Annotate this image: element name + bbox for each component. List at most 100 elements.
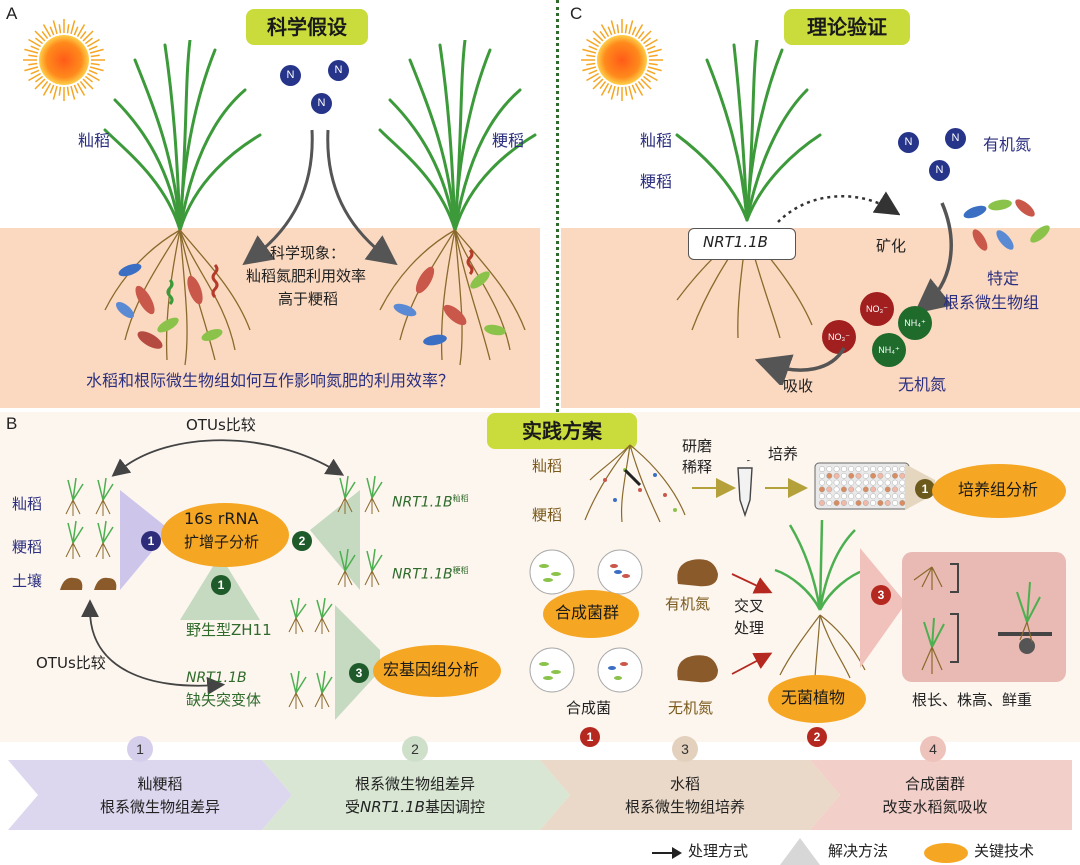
roots-with-microbes-icon (584, 444, 686, 523)
step-3-line1: 水稻 (669, 775, 700, 793)
n-atom-icon: N (328, 60, 349, 81)
right-rice-label: 粳稻 (492, 131, 525, 150)
gene-japonica-text: NRT1.1B (392, 566, 453, 583)
no3-ion: NO₃⁻ (860, 292, 894, 326)
left-rice-label: 籼稻 (78, 131, 111, 150)
phenomenon-line3: 高于粳稻 (278, 290, 339, 308)
step-chevrons (8, 760, 1072, 830)
panel-c-letter: C (570, 4, 583, 23)
legend-oval-icon (924, 843, 968, 863)
microbiome-line1: 特定 (987, 269, 1020, 288)
panel-a-letter: A (6, 4, 18, 23)
wildtype-label: 野生型ZH11 (186, 621, 272, 639)
rice1-label: 籼稻 (640, 131, 673, 150)
soil-inorganic-icon (677, 655, 718, 683)
dotted-arrow (777, 191, 900, 223)
culturome-label: 培养组分析 (958, 480, 1039, 499)
b-label-soil: 土壤 (12, 572, 43, 590)
organic-n-label: 有机氮 (983, 135, 1032, 154)
seedlings-left-icon (60, 478, 117, 590)
step-4-line1: 合成菌群 (904, 775, 965, 793)
badge-culturome: 1 (915, 479, 935, 499)
badge-b1: 1 (141, 531, 161, 551)
legend-arrow-icon (652, 847, 682, 859)
step-4-line2: 改变水稻氮吸收 (882, 798, 988, 816)
n-atom-icon: N (929, 160, 950, 181)
soil-organic-icon (677, 559, 718, 587)
syn-bacteria-label: 合成菌 (566, 699, 612, 717)
b-label-indica: 籼稻 (12, 495, 43, 513)
amplicon-line1: 16s rRNA (184, 509, 259, 528)
step-3-line2: 根系微生物组培养 (624, 798, 745, 816)
cross-line1: 交叉 (734, 597, 765, 615)
sterile-plant-oval (768, 675, 866, 723)
metagenome-label: 宏基因组分析 (383, 660, 480, 679)
no3-ion: NO₃⁻ (822, 320, 856, 354)
rice-plant-c (675, 40, 822, 339)
sterile-plant-icon (774, 520, 866, 679)
legend-solution: 解决方法 (828, 842, 889, 860)
petri-dishes-icon (529, 549, 643, 693)
measure-label: 根长、株高、鲜重 (912, 691, 1033, 709)
organic-n-practice: 有机氮 (665, 595, 711, 613)
badge-practice2: 2 (807, 727, 827, 747)
gene-japonica-label: NRT1.1B粳稻 (392, 566, 469, 583)
step-2-gene: NRT1.1B (360, 798, 425, 816)
absorb-arrow (754, 347, 846, 385)
practice-title: 实践方案 (487, 413, 637, 449)
grind-line1: 研磨 (682, 437, 713, 455)
otus-bottom-label: OTUs比较 (36, 654, 106, 672)
gene-indica-sup: 籼稻 (452, 494, 469, 503)
panel-c-title: 理论验证 (784, 9, 910, 45)
amplicon-line2: 扩增子分析 (184, 533, 260, 551)
panel-a-title: 科学假设 (246, 9, 368, 45)
research-question: 水稻和根际微生物组如何互作影响氮肥的利用效率？ (86, 371, 455, 390)
inorganic-n-practice: 无机氮 (668, 699, 714, 717)
otus-arcs (81, 439, 345, 695)
nh4-ion: NH₄⁺ (898, 306, 932, 340)
metagenome-oval (373, 645, 501, 697)
n-atom-icon: N (945, 128, 966, 149)
legend-method: 处理方式 (688, 842, 749, 860)
gene-indica-text: NRT1.1B (392, 494, 453, 511)
step-2-pre: 受 (345, 798, 361, 816)
triangle-practice3 (860, 548, 906, 668)
plate-96-icon (814, 462, 910, 510)
inorganic-n-label: 无机氮 (898, 375, 947, 394)
otus-top-label: OTUs比较 (186, 416, 256, 434)
microbes-right-icon (393, 248, 506, 346)
phenomenon-line2: 籼稻氮肥利用效率 (246, 267, 367, 285)
cross-arrows (731, 573, 773, 675)
sun-icon (23, 19, 105, 101)
culture-label: 培养 (768, 445, 799, 463)
seedlings-right-icon (337, 476, 383, 587)
gene-label: NRT1.1B (703, 233, 768, 251)
phenomenon-line1: 科学现象： (270, 244, 346, 262)
badge-b3: 3 (349, 663, 369, 683)
step-2-post: 基因调控 (424, 798, 485, 816)
syncom-label: 合成菌群 (555, 603, 620, 622)
legend-triangle-icon (780, 838, 820, 865)
microbiome-c-icon (963, 199, 1050, 251)
mutant-label: 缺失突变体 (186, 691, 262, 709)
rice2-label: 粳稻 (640, 172, 673, 191)
n-atom-icon: N (898, 132, 919, 153)
microbes-left-icon (115, 263, 223, 349)
panel-c-soil (561, 228, 1080, 408)
gene-indica-label: NRT1.1B籼稻 (392, 494, 469, 511)
arrows-practice (692, 478, 808, 498)
sun-icon (581, 19, 663, 101)
measurement-icons (913, 563, 1052, 674)
culturome-oval (932, 464, 1066, 518)
absorb-label: 吸收 (783, 377, 814, 395)
practice-rice2: 粳稻 (532, 506, 563, 524)
amplicon-analysis-oval (161, 503, 289, 567)
step-2-line2: 受NRT1.1B基因调控 (300, 796, 530, 818)
microbiome-line2: 根系微生物组 (943, 293, 1040, 312)
mutant-gene-label: NRT1.1B (186, 670, 247, 686)
cross-line2: 处理 (734, 619, 765, 637)
step-2-line1: 根系微生物组差异 (354, 775, 475, 793)
step-1-number: 1 (127, 736, 153, 762)
legend-key-tech: 关键技术 (974, 842, 1035, 860)
rice-plant-left (103, 40, 262, 366)
